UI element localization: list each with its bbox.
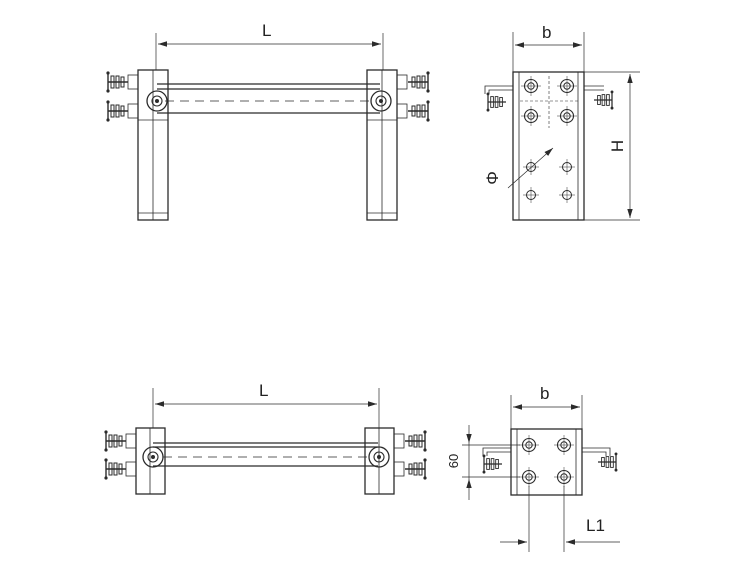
left-pivot-icon (146, 90, 168, 112)
top-width-dimension: b (512, 23, 585, 72)
top-side-view: b (483, 23, 640, 221)
bottom-crossbar (153, 442, 378, 467)
bottom-left-bolts (103, 429, 137, 481)
hole-icon (558, 158, 576, 176)
bottom-length-label: L (259, 381, 268, 400)
left-post (137, 69, 169, 221)
bottom-right-block (364, 427, 395, 495)
bottom-right-bolts (393, 429, 428, 481)
side-plate-holes (520, 75, 578, 204)
top-height-label: H (608, 140, 627, 152)
bolt-icon (105, 70, 129, 94)
hole-icon (518, 466, 540, 488)
bottom-spacing-label: 60 (446, 454, 461, 468)
top-length-dimension: L (155, 21, 384, 70)
bottom-offset-dimension: L1 (500, 486, 620, 552)
hole-icon (556, 105, 578, 127)
bottom-offset-label: L1 (586, 516, 605, 535)
top-height-dimension: H (584, 71, 640, 221)
bolt-icon (103, 429, 127, 453)
bolt-icon (407, 70, 431, 94)
bottom-length-dimension: L (152, 381, 380, 428)
bottom-front-view: L (103, 381, 428, 495)
bottom-side-plate (510, 428, 583, 496)
left-clamp-bolts (105, 70, 139, 123)
hole-icon (553, 466, 575, 488)
side-plate (512, 71, 585, 221)
bolt-icon (404, 429, 428, 453)
bottom-side-holes (518, 434, 575, 488)
bolt-icon (597, 451, 619, 473)
right-pivot-icon (370, 90, 392, 112)
hole-icon (556, 75, 578, 97)
hole-icon (520, 105, 542, 127)
hole-icon (553, 434, 575, 456)
hole-icon (520, 75, 542, 97)
bottom-side-view: b 60 (446, 384, 620, 552)
top-front-view: L (105, 21, 431, 221)
bolt-icon (481, 453, 503, 475)
bottom-width-label: b (540, 384, 549, 403)
bolt-icon (103, 457, 127, 481)
bolt-icon (407, 99, 431, 123)
hole-icon (522, 186, 540, 204)
right-clamp-bolts (396, 70, 431, 123)
bolt-icon (404, 457, 428, 481)
crossbar (157, 83, 380, 114)
hole-diameter-leader: Φ (483, 147, 554, 189)
bolt-icon (593, 89, 615, 111)
top-width-label: b (542, 23, 551, 42)
hole-icon (518, 434, 540, 456)
top-length-label: L (262, 21, 271, 40)
bolt-icon (105, 99, 129, 123)
bottom-width-dimension: b (510, 384, 583, 429)
side-brackets (484, 85, 615, 113)
bolt-icon (485, 91, 507, 113)
hole-icon (558, 186, 576, 204)
top-hole-label: Φ (483, 171, 502, 185)
bottom-side-brackets (481, 447, 619, 475)
bottom-spacing-dimension: 60 (446, 425, 520, 500)
right-post (366, 69, 398, 221)
left-pivot-icon (142, 446, 164, 468)
